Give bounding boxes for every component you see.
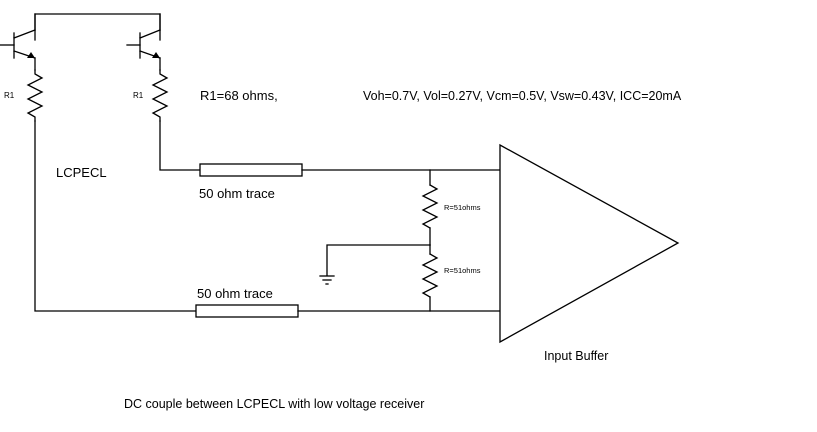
resistor-term-bottom	[421, 253, 439, 298]
resistor-term-top	[421, 184, 439, 229]
term-bottom-label: R=51ohms	[444, 266, 481, 275]
specs-label: Voh=0.7V, Vol=0.27V, Vcm=0.5V, Vsw=0.43V…	[363, 89, 682, 103]
input-buffer-triangle	[499, 143, 680, 344]
resistor-r1-left	[26, 69, 44, 122]
resistor-r1-right	[151, 69, 169, 122]
trace-top-label: 50 ohm trace	[199, 186, 275, 201]
trace-bottom-label: 50 ohm trace	[197, 286, 273, 301]
wire-midpoint-ground	[326, 244, 431, 276]
trace-bottom	[195, 304, 299, 318]
transistor-left	[0, 13, 36, 71]
input-buffer-label: Input Buffer	[544, 349, 608, 363]
diagram-caption: DC couple between LCPECL with low voltag…	[124, 397, 424, 411]
term-top-label: R=51ohms	[444, 203, 481, 212]
driver-label: LCPECL	[56, 165, 107, 180]
trace-top	[199, 163, 303, 177]
r1-left-label: R1	[4, 91, 15, 100]
r1-right-label: R1	[133, 91, 144, 100]
r1-value-label: R1=68 ohms,	[200, 88, 278, 103]
collector-rail	[34, 13, 161, 41]
wire-top-net	[159, 120, 201, 171]
wire-bottom-net	[34, 120, 197, 312]
ground-icon	[319, 275, 335, 285]
transistor-right	[126, 13, 161, 71]
